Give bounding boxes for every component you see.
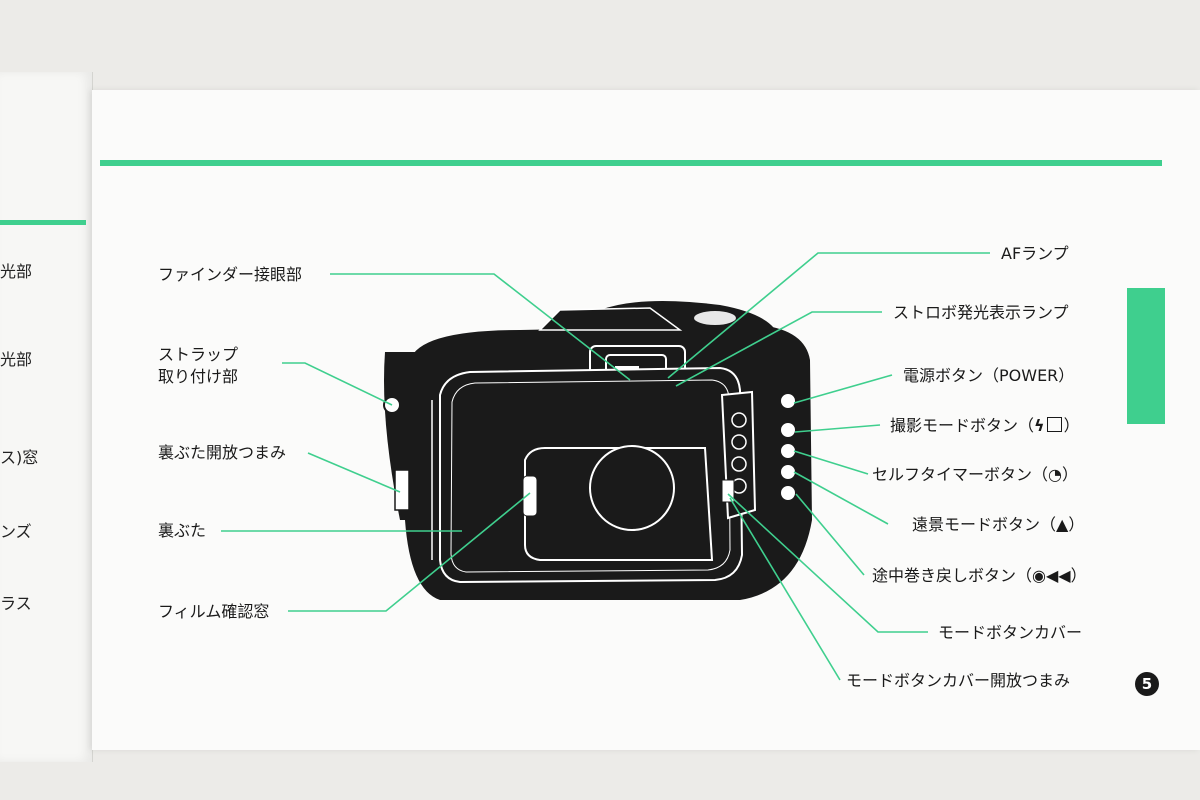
left-label-3: ス)窓 [0, 448, 39, 467]
left-green-rule [0, 220, 86, 225]
top-green-rule [100, 160, 1162, 166]
mountain-icon: ▲ [1056, 515, 1069, 534]
label-landscape-mode: 遠景モードボタン（▲） [912, 515, 1085, 534]
leader-landscape [793, 471, 889, 525]
leader-finder [330, 273, 631, 381]
left-label-1: 光部 [0, 262, 33, 281]
leader-lines [221, 252, 990, 681]
leader-cover [727, 493, 928, 633]
leader-power [793, 374, 893, 404]
label-finder-eyepiece: ファインダー接眼部 [158, 265, 303, 284]
leader-selftimer [793, 450, 869, 475]
left-page: 光部 光部 ス)窓 ンズ ラス [0, 72, 93, 762]
leader-strap [282, 362, 393, 406]
label-strap-line1: ストラップ [158, 345, 239, 364]
label-self-timer: セルフタイマーボタン（◔） [872, 465, 1078, 484]
leader-back-latch [307, 452, 401, 493]
self-timer-icon: ◔ [1048, 465, 1062, 484]
label-film-window: フィルム確認窓 [158, 602, 270, 621]
label-mode-cover-latch: モードボタンカバー開放つまみ [846, 671, 1071, 690]
leader-af-lamp [667, 252, 990, 379]
label-af-lamp: AFランプ [1001, 244, 1069, 263]
label-shooting-mode: 撮影モードボタン（ϟ） [890, 416, 1080, 435]
leader-strobe-lamp [675, 311, 882, 387]
label-mode-cover: モードボタンカバー [938, 623, 1083, 642]
left-label-5: ラス [0, 594, 32, 613]
camera-back-illustration [383, 301, 812, 600]
leader-rewind [795, 493, 865, 576]
label-strap-line2: 取り付け部 [158, 367, 239, 386]
leader-film-window [288, 492, 531, 612]
label-back-latch: 裏ぶた開放つまみ [158, 443, 287, 462]
scene-icon [1046, 417, 1062, 432]
left-label-4: ンズ [0, 522, 32, 541]
section-tab [1127, 288, 1165, 424]
leader-cover-latch [729, 497, 841, 681]
flash-icon: ϟ [1034, 416, 1045, 435]
label-midroll-rewind: 途中巻き戻しボタン（◉◀◀） [872, 566, 1087, 585]
label-back-door: 裏ぶた [158, 521, 207, 540]
page-number: 5 [1135, 672, 1159, 696]
label-strobe-lamp: ストロボ発光表示ランプ [893, 303, 1069, 322]
rewind-icon: ◉◀◀ [1032, 566, 1071, 585]
label-power-button: 電源ボタン（POWER） [903, 366, 1075, 385]
leader-mode [794, 424, 881, 433]
left-label-2: 光部 [0, 350, 33, 369]
